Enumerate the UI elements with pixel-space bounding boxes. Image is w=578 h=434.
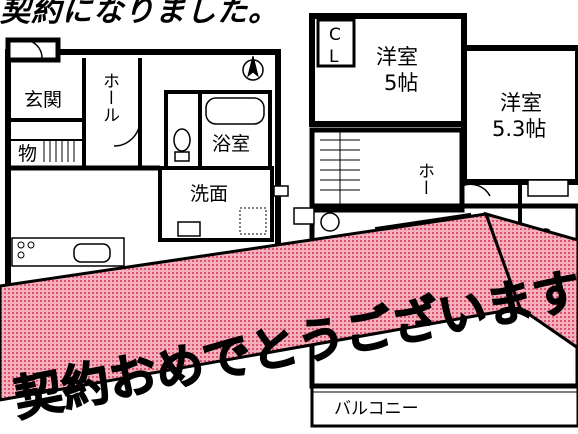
- label-hall-2f: ホー: [414, 162, 434, 196]
- label-balcony: バルコニー: [334, 399, 419, 419]
- headline: 契約になりました。: [0, 0, 279, 29]
- label-bath: 浴室: [212, 133, 250, 155]
- label-western-room-b-size: 5.3帖: [492, 117, 546, 141]
- label-hall-1f: ホール: [99, 72, 119, 123]
- label-washroom: 洗面: [190, 183, 228, 205]
- label-western-room-a-size: 5帖: [384, 71, 418, 95]
- label-western-room-a: 洋室: [376, 45, 418, 69]
- label-closet-c: C: [329, 25, 341, 45]
- label-storage: 物: [18, 143, 37, 165]
- congratulations-banner: 契約おめでとうございます。: [0, 211, 578, 428]
- label-entrance: 玄関: [24, 89, 62, 111]
- label-western-room-b: 洋室: [500, 91, 542, 115]
- label-closet-l: L: [329, 47, 339, 67]
